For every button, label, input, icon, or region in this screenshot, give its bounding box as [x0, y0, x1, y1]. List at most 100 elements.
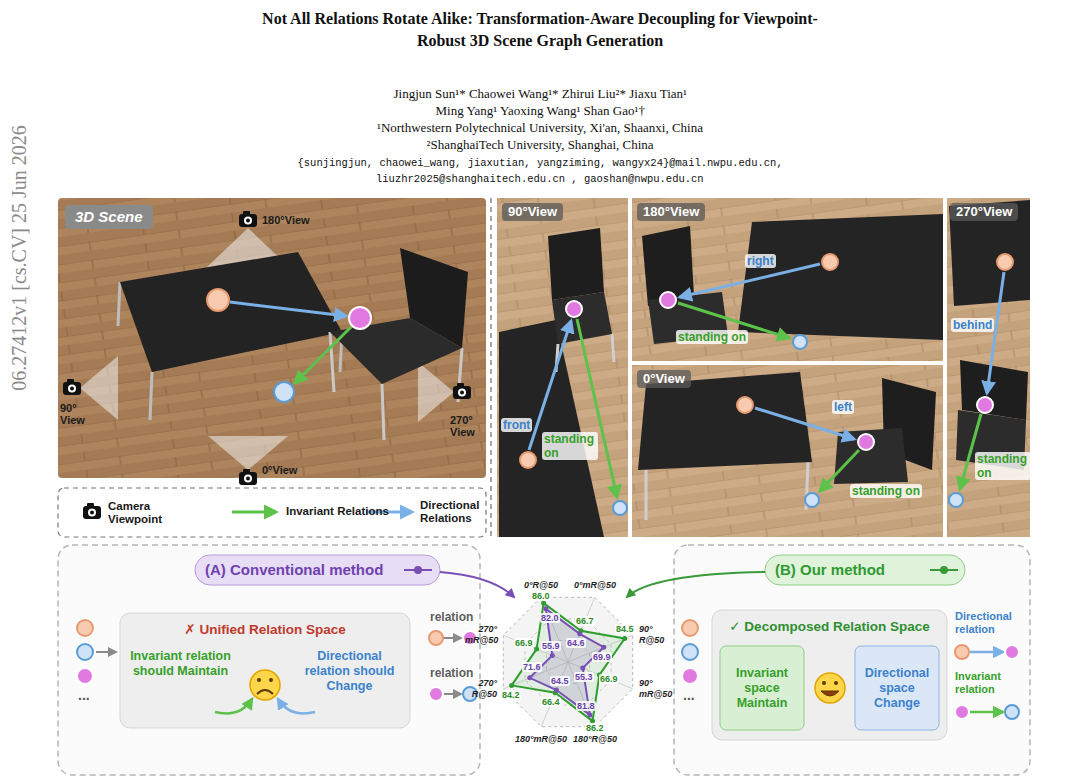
method-illustration-part	[1005, 645, 1019, 659]
scene-illustration-part	[239, 211, 257, 227]
method-illustration-part	[955, 645, 969, 659]
relation-label: Invariant relation	[955, 670, 1027, 696]
radar-chart-part-part	[554, 688, 559, 693]
space-title: ✗ Unified Relation Space	[120, 621, 410, 639]
axis-label: 270° R@50	[465, 678, 497, 700]
view-illustration-part	[949, 200, 1030, 306]
paper-title: Not All Relations Rotate Alike: Transfor…	[240, 8, 840, 52]
method-illustration-part	[1005, 705, 1019, 719]
score-value: 66.9	[514, 638, 534, 648]
view-illustration-part	[613, 501, 627, 515]
ellipsis: ...	[683, 688, 695, 702]
score-value: 66.9	[599, 674, 619, 684]
score-value: 66.4	[541, 697, 561, 707]
radar-chart-part-part	[527, 675, 532, 680]
scene-illustration-part	[453, 383, 471, 399]
email: liuzhr2025@shanghaitech.edu.cn , gaoshan…	[376, 172, 704, 186]
subspace-label: Directional space Change	[858, 666, 936, 711]
view-illustration-part	[822, 254, 838, 270]
method-illustration-part	[682, 620, 698, 636]
camera-label: 180°View	[262, 214, 310, 226]
method-illustration	[58, 545, 1030, 775]
method-illustration-part	[429, 631, 443, 645]
space-title: ✓ Decomposed Relation Space	[712, 618, 947, 636]
view-illustration-part	[520, 452, 536, 468]
view-illustration-part	[645, 470, 648, 520]
camera-label: 90° View	[60, 402, 94, 426]
view-illustration-part	[949, 493, 963, 507]
view-illustration-part	[858, 434, 874, 450]
scene-illustration-part	[382, 384, 384, 440]
score-value: 86.2	[585, 723, 605, 733]
method-illustration-part	[278, 699, 315, 713]
scene-illustration-part	[230, 302, 346, 316]
score-value: 71.6	[522, 662, 542, 672]
method-box: (A) Conventional method ✗ Unified Relatio…	[58, 545, 480, 775]
relation-label: left	[832, 400, 854, 414]
radar-chart-part-part	[601, 645, 606, 650]
score-value: 64.5	[550, 676, 570, 686]
subspace-label: Invariant space Maintain	[723, 666, 801, 711]
view-illustration-part	[793, 335, 807, 349]
axis-label: 90° mR@50	[639, 678, 671, 700]
method-illustration-part	[855, 646, 939, 730]
radar-chart-part	[509, 601, 627, 724]
method-illustration-part	[195, 555, 440, 585]
radar-chart-part-part	[543, 606, 548, 611]
view-illustration-part	[977, 397, 993, 413]
score-value: 81.8	[576, 701, 596, 711]
radar-chart-part-part	[577, 631, 582, 636]
author-list: Jingjun Sun¹* Chaowei Wang¹* Zhirui Liu²…	[394, 86, 687, 102]
scene-illustration-part	[274, 382, 294, 402]
score-value: 55.3	[574, 672, 594, 682]
axis-label: 90° R@50	[639, 624, 671, 646]
method-illustration-part	[269, 678, 273, 682]
scene-illustration-part	[63, 379, 81, 395]
scene-illustration-part	[207, 289, 229, 311]
arxiv-stamp: 06.27412v1 [cs.CV] 25 Jun 2026	[8, 125, 30, 391]
email: {sunjingjun, chaowei_wang, jiaxutian, ya…	[298, 156, 783, 170]
affiliation: ¹Northwestern Polytechnical University, …	[377, 120, 703, 136]
invariant-note: Invariant relation should Maintain	[128, 649, 233, 679]
method-illustration-part	[443, 637, 461, 639]
score-value: 64.6	[566, 638, 586, 648]
axis-label: 0°mR@50	[574, 580, 616, 591]
relation-label: behind	[951, 318, 994, 332]
relation-label: front	[501, 418, 532, 432]
view-illustration-part	[548, 228, 604, 300]
relation-space-box: ✓ Decomposed Relation SpaceInvariant spa…	[712, 610, 947, 740]
axis-label: 180°mR@50	[515, 734, 567, 745]
method-illustration-part	[720, 646, 804, 730]
method-illustration-part	[682, 644, 698, 660]
score-value: 84.2	[501, 690, 521, 700]
camera-label: 270° View	[450, 414, 484, 438]
legend-label: Invariant Relations	[286, 505, 389, 518]
radar-chart-part-part	[534, 647, 539, 652]
view-panel: 90°View	[497, 198, 628, 537]
method-illustration-part	[674, 545, 1030, 775]
scene-illustration-part	[80, 356, 118, 420]
legend-label: Directional Relations	[420, 499, 484, 525]
radar-chart-part-part	[587, 712, 592, 717]
scene-illustration-part	[58, 198, 486, 478]
scene-illustration-part	[295, 327, 351, 383]
view-illustration	[491, 198, 1030, 537]
radar-chart-part	[503, 597, 632, 726]
subspace-box: Invariant space Maintain	[720, 646, 804, 730]
camera-label: 0°View	[262, 464, 297, 476]
view-title: 0°View	[637, 370, 691, 388]
method-title: (A) Conventional method	[205, 557, 383, 583]
view-illustration-part	[947, 198, 1030, 537]
method-illustration-part	[77, 620, 93, 636]
radar-chart-part-part	[550, 653, 555, 658]
method-illustration-part	[96, 651, 116, 653]
relation-label: relation	[430, 610, 473, 624]
method-illustration-part	[120, 613, 410, 728]
scene-illustration-part	[349, 307, 371, 329]
view-illustration-part	[805, 493, 819, 507]
relation-label: relation	[430, 666, 473, 680]
method-illustration-part	[627, 572, 765, 597]
radar-chart-part	[512, 603, 625, 721]
method-illustration-part	[815, 673, 845, 703]
method-illustration-part	[970, 711, 1003, 714]
